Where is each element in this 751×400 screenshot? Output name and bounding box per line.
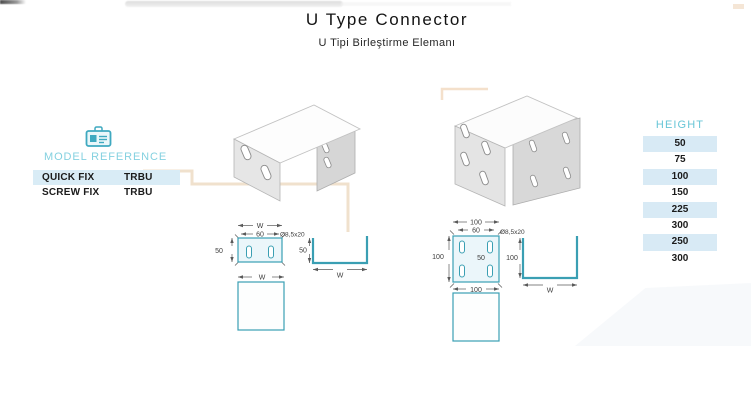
dim-label-w-channel: W bbox=[337, 273, 344, 280]
model-reference-table: QUICK FIX TRBU SCREW FIX TRBU bbox=[33, 170, 180, 200]
front-plate-outline bbox=[237, 237, 283, 263]
dim-label-100-channel: 100 bbox=[506, 255, 518, 262]
dim-label-60: 60 bbox=[256, 232, 264, 239]
channel-section-outline bbox=[521, 236, 579, 280]
page-subtitle: U Tipi Birleştirme Elemanı bbox=[318, 37, 456, 49]
square-section-outline bbox=[452, 292, 500, 342]
model-code: TRBU bbox=[124, 172, 153, 183]
scan-shade-bottom-right bbox=[575, 283, 751, 346]
slot bbox=[459, 240, 465, 254]
height-value: 300 bbox=[671, 219, 689, 231]
slot-spec-label: Ø8,5x20 bbox=[500, 229, 525, 236]
page-title: U Type Connector bbox=[305, 10, 469, 29]
dim-label-50-center: 50 bbox=[477, 255, 485, 262]
dim-label-100-top: 100 bbox=[470, 220, 482, 227]
scan-smudge-top-left bbox=[0, 0, 26, 4]
slot bbox=[268, 245, 274, 259]
id-badge-icon bbox=[85, 126, 112, 147]
dim-label-50-side: 50 bbox=[215, 248, 223, 255]
iso-drawing-short-connector bbox=[232, 104, 362, 202]
dim-label-width: W bbox=[257, 223, 264, 230]
height-value: 225 bbox=[643, 201, 717, 218]
table-row: QUICK FIX TRBU bbox=[33, 170, 180, 185]
height-value: 250 bbox=[643, 234, 717, 251]
table-row: SCREW FIX TRBU bbox=[33, 185, 180, 200]
channel-section-outline bbox=[311, 236, 369, 265]
slot bbox=[487, 240, 493, 254]
dimension-drawing-large: 100 60 100 50 100 100 W Ø8,5x20 bbox=[432, 220, 579, 342]
slot-spec-label: Ø8,5x20 bbox=[280, 232, 305, 239]
dim-label-60: 60 bbox=[472, 228, 480, 235]
slot bbox=[246, 245, 252, 259]
height-table: 50 75 100 150 225 300 250 300 bbox=[643, 136, 717, 267]
height-value: 75 bbox=[674, 154, 686, 166]
height-value: 300 bbox=[671, 252, 689, 264]
height-value: 100 bbox=[643, 168, 717, 186]
dim-label-50-channel: 50 bbox=[299, 248, 307, 255]
dim-label-w-square: W bbox=[259, 275, 266, 282]
scan-strip-top-faint bbox=[341, 2, 511, 6]
scan-mark-top-right bbox=[733, 4, 744, 9]
dim-label-100-side: 100 bbox=[432, 254, 444, 261]
model-reference-heading: MODEL REFERENCE bbox=[44, 151, 168, 163]
height-value: 150 bbox=[671, 187, 689, 199]
iso-drawing-tall-connector bbox=[453, 95, 581, 207]
height-table-header: HEIGHT bbox=[655, 119, 705, 131]
scan-strip-top bbox=[125, 1, 343, 7]
square-section-outline bbox=[237, 281, 285, 331]
dim-label-w-channel: W bbox=[547, 288, 554, 295]
height-value: 50 bbox=[643, 136, 717, 153]
slot bbox=[459, 264, 465, 278]
dim-label-100-bottom: 100 bbox=[470, 287, 482, 294]
model-name: QUICK FIX bbox=[42, 172, 95, 183]
model-name: SCREW FIX bbox=[42, 187, 100, 198]
header: U Type Connector U Tipi Birleştirme Elem… bbox=[237, 10, 537, 49]
slot bbox=[487, 264, 493, 278]
model-code: TRBU bbox=[124, 187, 153, 198]
dimension-drawing-small: W 60 50 50 W W Ø8,5x20 bbox=[215, 223, 369, 331]
